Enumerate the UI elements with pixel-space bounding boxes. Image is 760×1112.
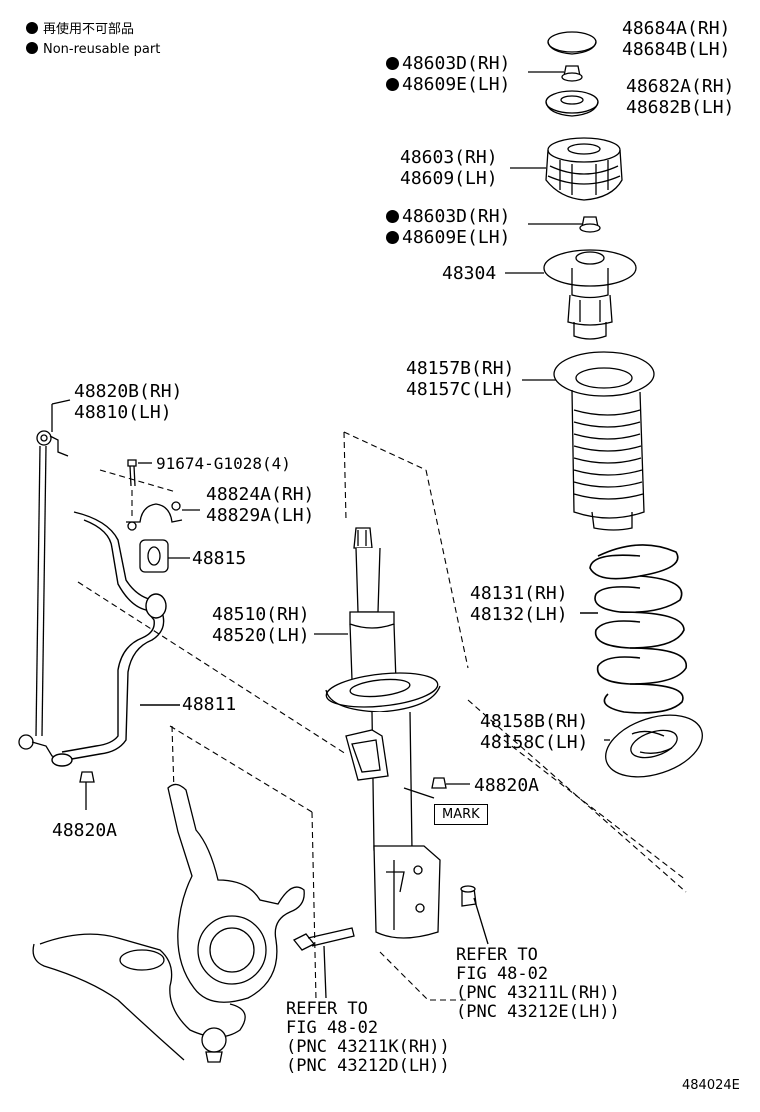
non-reusable-dot-icon xyxy=(386,210,399,223)
support-drawing xyxy=(510,137,623,201)
callout-lower-insulator: 48158B(RH)48158C(LH) xyxy=(480,711,588,753)
callout-text: 48824A(RH) xyxy=(206,484,315,505)
upper-cap-drawing xyxy=(547,31,597,55)
link-nut-drawing xyxy=(79,771,470,810)
reference-line: (PNC 43212E(LH)) xyxy=(456,1002,620,1022)
callout-support: 48603(RH)48609(LH) xyxy=(400,147,498,189)
callout-bracket: 48824A(RH)48829A(LH) xyxy=(206,484,314,526)
callout-link-nut-right: 48820A xyxy=(474,775,540,796)
non-reusable-dot-icon xyxy=(386,231,399,244)
callout-text: 48158B(RH) xyxy=(480,711,589,732)
coil-spring-drawing xyxy=(580,544,687,714)
non-reusable-dot-icon xyxy=(26,22,38,34)
legend-jp: 再使用不可部品 xyxy=(26,20,134,40)
callout-text: 48684A(RH) xyxy=(622,18,731,39)
callout-upper-seat: 48682A(RH)48682B(LH) xyxy=(626,76,734,118)
stabilizer-bar-drawing xyxy=(51,511,180,767)
callout-bushing: 48815 xyxy=(192,548,247,569)
non-reusable-dot-icon xyxy=(386,57,399,70)
callout-text: 48157C(LH) xyxy=(406,379,515,400)
legend-en: Non-reusable part xyxy=(26,40,160,60)
callout-dust-boot: 48157B(RH)48157C(LH) xyxy=(406,358,514,400)
callout-text: 48510(RH) xyxy=(212,604,310,625)
reference-line: (PNC 43211K(RH)) xyxy=(286,1037,450,1057)
callout-lower-nut: 48603D(RH)48609E(LH) xyxy=(386,206,510,248)
reference-line: REFER TO xyxy=(456,945,538,965)
callout-text: 48684B(LH) xyxy=(622,39,731,60)
lower-insulator-drawing xyxy=(604,714,703,778)
non-reusable-dot-icon xyxy=(386,78,399,91)
reference-line: (PNC 43212D(LH)) xyxy=(286,1056,450,1076)
legend-jp-label: 再使用不可部品 xyxy=(43,22,135,37)
callout-text: 48609E(LH) xyxy=(402,74,511,95)
callout-text: 48829A(LH) xyxy=(206,505,315,526)
lower-nut-drawing xyxy=(528,216,601,233)
callout-text: 48609E(LH) xyxy=(402,227,511,248)
callout-text: 48609(LH) xyxy=(400,168,498,189)
callout-text: 48132(LH) xyxy=(470,604,568,625)
callout-stabilizer-bar: 48811 xyxy=(182,694,237,715)
stabilizer-link-drawing xyxy=(18,399,71,761)
upper-nut-drawing xyxy=(528,65,583,82)
callout-shock-absorber: 48510(RH)48520(LH) xyxy=(212,604,310,646)
callout-text: 48820B(RH) xyxy=(74,381,183,402)
callout-upper-cap: 48684A(RH)48684B(LH) xyxy=(622,18,730,60)
callout-text: 48603D(RH) xyxy=(402,206,511,227)
knuckle-bolt-drawing xyxy=(292,927,355,999)
callout-text: 48603D(RH) xyxy=(402,53,511,74)
bump-stopper-drawing xyxy=(505,249,637,340)
upper-seat-drawing xyxy=(545,90,599,117)
callout-text: 48157B(RH) xyxy=(406,358,515,379)
callout-link-nut-left: 48820A xyxy=(52,820,118,841)
callout-text: 48158C(LH) xyxy=(480,732,589,753)
bushing-bracket-drawing xyxy=(126,459,200,573)
callout-upper-nut: 48603D(RH)48609E(LH) xyxy=(386,53,510,95)
callout-coil-spring: 48131(RH)48132(LH) xyxy=(470,583,568,625)
legend-en-label: Non-reusable part xyxy=(43,42,161,57)
non-reusable-dot-icon xyxy=(26,42,38,54)
reference-line: REFER TO xyxy=(286,999,368,1019)
callout-text: 48131(RH) xyxy=(470,583,568,604)
reference-line: FIG 48-02 xyxy=(286,1018,379,1038)
callout-text: 48682B(LH) xyxy=(626,97,735,118)
callout-text: 48603(RH) xyxy=(400,147,498,168)
shock-nut-drawing xyxy=(460,885,489,945)
assembly-outline xyxy=(77,431,687,1001)
callout-stabilizer-link: 48820B(RH)48810(LH) xyxy=(74,381,182,423)
mark-label-box: MARK xyxy=(434,804,488,825)
callout-text: 48810(LH) xyxy=(74,402,172,423)
callout-bump-stopper: 48304 xyxy=(442,263,497,284)
reference-line: (PNC 43211L(RH)) xyxy=(456,983,620,1003)
dust-boot-drawing xyxy=(522,351,655,531)
shock-absorber-drawing xyxy=(314,527,441,939)
callout-text: 48520(LH) xyxy=(212,625,310,646)
callout-text: 48682A(RH) xyxy=(626,76,735,97)
callout-bolt: 91674-G1028(4) xyxy=(156,454,291,473)
reference-line: FIG 48-02 xyxy=(456,964,549,984)
knuckle-drawing xyxy=(32,783,305,1063)
figure-number: 484024E xyxy=(682,1078,740,1093)
